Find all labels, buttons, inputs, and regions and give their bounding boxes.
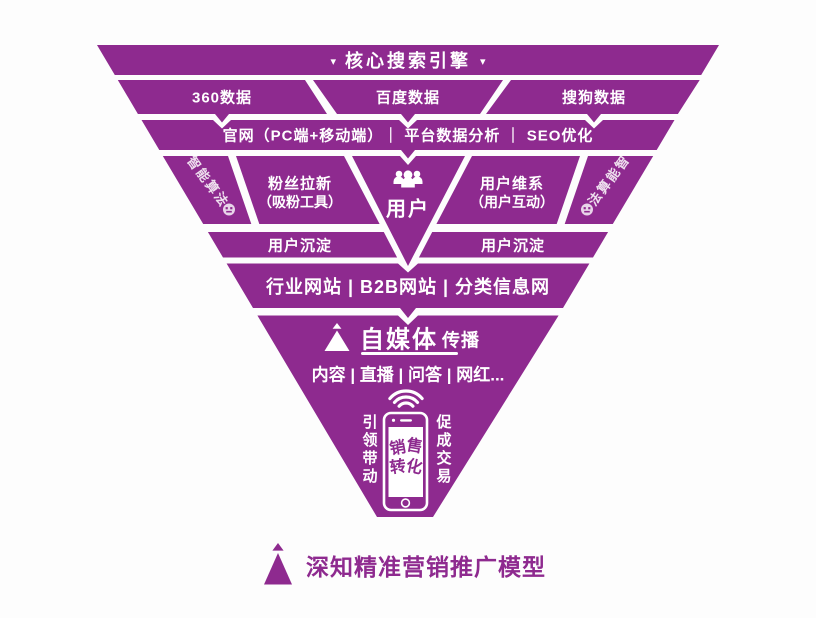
brand-logo-icon: [264, 543, 292, 585]
level2-segment-2: [313, 80, 503, 123]
level2-segment-1: [117, 80, 327, 123]
level2-segment-3: [486, 80, 700, 123]
right-vertical-label: 促成交易: [434, 414, 452, 486]
fan-right-line2: （用户互动）: [470, 194, 554, 210]
robot-badge-icon: [580, 203, 594, 222]
down-triangle-marker-left: ▾: [330, 56, 336, 68]
users-icon: [393, 170, 423, 188]
level3-label: 官网（PC端+移动端）｜ 平台数据分析 ｜ SEO优化: [222, 127, 594, 145]
self-media-heading: 自媒体 传播: [322, 320, 480, 355]
wifi-signal-icon: [388, 389, 424, 408]
fan-left-line2: （吸粉工具）: [258, 194, 342, 210]
level1-band: [97, 45, 719, 75]
phone-text-line2: 转 化: [389, 457, 424, 478]
phone-screen: [388, 427, 423, 497]
level2-label-360: 360数据: [191, 89, 253, 107]
phone-speaker: [400, 419, 412, 422]
level6-band: [226, 263, 590, 318]
channels-label: 内容 | 直播 | 问答 | 网红...: [311, 365, 505, 385]
fan-right-line1: 用户维系: [479, 175, 545, 193]
level2-label-sogou: 搜狗数据: [561, 89, 627, 107]
phone-text-line1: 销 售: [388, 436, 424, 459]
level1-label: 核心搜索引擎: [345, 51, 471, 71]
level4-user-wedge: [352, 156, 465, 266]
user-wedge-label: 用户: [386, 198, 430, 221]
level2-label-baidu: 百度数据: [375, 89, 441, 107]
phone-char: 销: [388, 438, 408, 459]
self-media-suffix: 传播: [442, 330, 480, 351]
footer-title: 深知精准营销推广模型: [306, 554, 546, 580]
level1-title: ▾ 核心搜索引擎 ▾: [321, 47, 494, 73]
level3-band: [141, 120, 675, 159]
self-media-title: 自媒体: [360, 326, 438, 354]
phone-camera-dot: [391, 418, 396, 422]
level5-segment-left: [207, 232, 398, 258]
level5-label-right: 用户沉淀: [480, 237, 546, 255]
robot-badge-icon: [222, 203, 236, 222]
fan-left-line1: 粉丝拉新: [267, 175, 333, 193]
mountain-logo-icon: [324, 322, 350, 351]
phone-char: 售: [405, 436, 424, 457]
left-vertical-label: 引领带动: [360, 414, 378, 486]
phone-char: 化: [404, 457, 424, 478]
level4-fan-right: [436, 156, 580, 224]
level6-label: 行业网站 | B2B网站 | 分类信息网: [265, 277, 551, 297]
down-triangle-marker-right: ▾: [480, 56, 486, 68]
phone-icon: [382, 411, 429, 512]
level4-fan-left: [236, 156, 380, 224]
phone-home-button: [400, 498, 411, 508]
footer-title-group: 深知精准营销推广模型: [262, 543, 546, 587]
level5-label-left: 用户沉淀: [267, 237, 333, 255]
level5-segment-right: [418, 232, 609, 258]
heading-underline: [361, 352, 458, 355]
